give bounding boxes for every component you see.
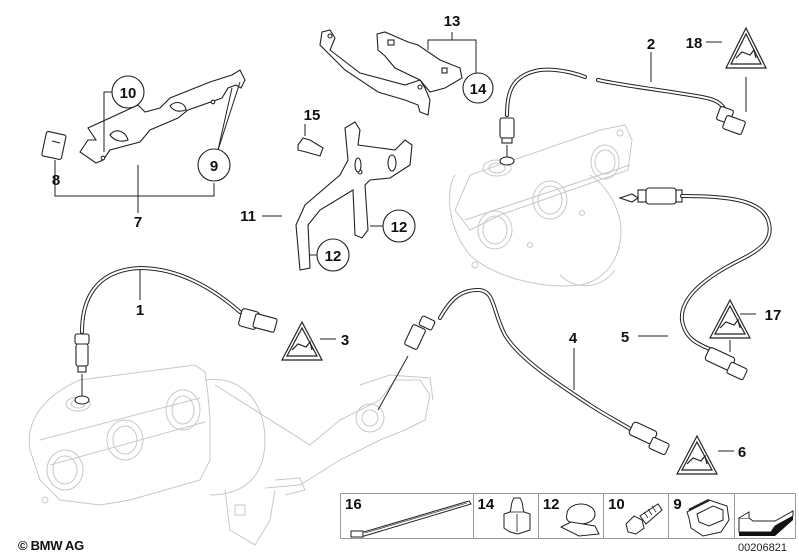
strip-cell-10: 10 bbox=[604, 494, 670, 538]
strip-cell-16: 16 bbox=[341, 494, 474, 538]
clamp-icon bbox=[559, 503, 600, 537]
catalytic-converter-lower bbox=[28, 364, 434, 546]
callout-2: 2 bbox=[647, 36, 655, 53]
arrow-icon bbox=[738, 510, 794, 536]
callout-7: 7 bbox=[134, 214, 142, 231]
bracket-13 bbox=[319, 29, 463, 116]
bolt-icon bbox=[625, 503, 663, 535]
callout-17: 17 bbox=[765, 307, 782, 324]
circle-callout-12-b: 12 bbox=[316, 238, 350, 272]
svg-text:12: 12 bbox=[391, 219, 408, 236]
heat-shield bbox=[79, 69, 246, 164]
strip-cell-9: 9 bbox=[669, 494, 735, 538]
warning-triangle-17 bbox=[709, 298, 751, 339]
strip-label-10: 10 bbox=[608, 496, 625, 513]
leaders-2-18 bbox=[650, 41, 747, 112]
callout-1: 1 bbox=[136, 302, 144, 319]
warning-triangle-18 bbox=[725, 26, 767, 69]
bolt-15 bbox=[297, 124, 324, 157]
strip-cell-arrow bbox=[735, 494, 795, 538]
circle-callout-10: 10 bbox=[111, 75, 145, 109]
callout-18: 18 bbox=[686, 35, 703, 52]
oxygen-sensor-5 bbox=[618, 187, 772, 381]
copyright-text: © BMW AG bbox=[18, 538, 84, 553]
strip-label-9: 9 bbox=[673, 496, 682, 513]
clip-icon bbox=[503, 497, 531, 535]
leaders-1-3 bbox=[139, 270, 336, 340]
leaders-4-6 bbox=[573, 348, 734, 452]
strip-label-12: 12 bbox=[542, 496, 560, 513]
oxygen-sensor-2 bbox=[499, 67, 746, 166]
svg-text:10: 10 bbox=[120, 85, 137, 102]
leaders-5-17 bbox=[638, 313, 756, 352]
leaders-shield bbox=[54, 81, 241, 213]
bracket-11 bbox=[295, 121, 413, 271]
retainer-clip-icon bbox=[686, 498, 730, 537]
oxygen-sensor-4 bbox=[377, 287, 670, 456]
leaders-13-14 bbox=[427, 32, 477, 76]
callout-8: 8 bbox=[52, 172, 60, 189]
circle-callout-9: 9 bbox=[197, 148, 231, 182]
strip-label-14: 14 bbox=[477, 496, 495, 513]
strip-cell-12: 12 bbox=[539, 494, 605, 538]
oxygen-sensor-1 bbox=[74, 265, 278, 405]
callout-3: 3 bbox=[341, 332, 349, 349]
circle-callout-14: 14 bbox=[462, 72, 494, 104]
catalytic-converter-upper bbox=[449, 124, 633, 287]
warning-triangle-6 bbox=[676, 434, 718, 475]
svg-text:14: 14 bbox=[470, 81, 487, 98]
circle-callout-12-a: 12 bbox=[382, 209, 416, 243]
callout-5: 5 bbox=[621, 329, 629, 346]
svg-text:12: 12 bbox=[325, 248, 342, 265]
diagram-id: 00206821 bbox=[738, 542, 787, 554]
small-parts-strip: 16 14 12 10 9 bbox=[340, 493, 796, 539]
warning-triangle-3 bbox=[281, 320, 323, 361]
strip-cell-14: 14 bbox=[474, 494, 539, 538]
callout-6: 6 bbox=[738, 444, 746, 461]
cable-tie-icon bbox=[350, 500, 472, 538]
strip-label-16: 16 bbox=[345, 496, 362, 513]
callout-4: 4 bbox=[569, 330, 578, 347]
svg-text:9: 9 bbox=[210, 158, 218, 175]
callout-11: 11 bbox=[240, 208, 256, 225]
callout-13: 13 bbox=[444, 13, 461, 30]
clip-part-8 bbox=[41, 131, 67, 160]
callout-15: 15 bbox=[304, 107, 321, 124]
